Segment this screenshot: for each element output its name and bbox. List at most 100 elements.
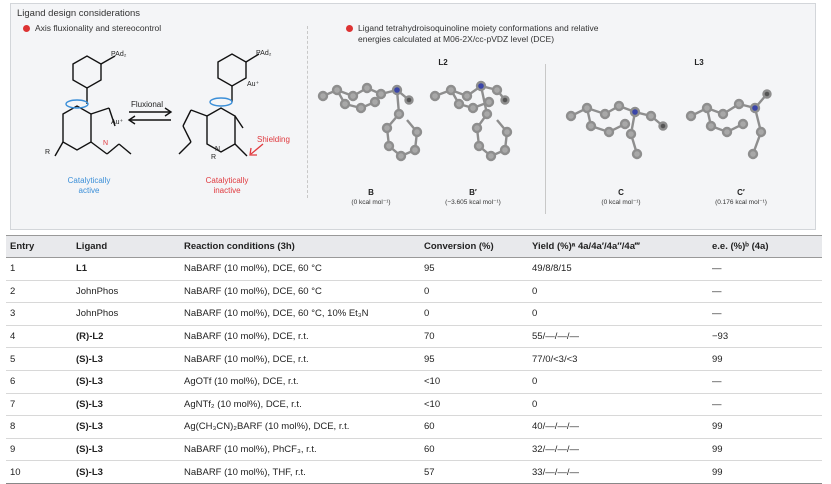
cell-ligand: (S)-L3 [72,415,180,439]
cell-ee: −93 [708,325,822,349]
atom-r-left: R [45,149,51,156]
conformer-c-prime-energy: (0.176 kcal mol⁻¹) [715,199,767,206]
cell-conditions: NaBARF (10 mol%), DCE, 60 °C, 10% Et₃N [180,302,420,326]
table-header-row: Entry Ligand Reaction conditions (3h) Co… [6,235,822,258]
atom-au-right: Au⁺ [247,81,260,88]
cell-ee: — [708,257,822,281]
cell-yield: 32/—/—/— [528,438,708,462]
results-table: Entry Ligand Reaction conditions (3h) Co… [6,235,822,484]
cell-conditions: Ag(CH₃CN)₂BARF (10 mol%), DCE, r.t. [180,415,420,439]
header-entry: Entry [6,235,72,258]
cell-ligand: (S)-L3 [72,393,180,417]
cell-yield: 55/—/—/— [528,325,708,349]
cell-conversion: 57 [420,460,528,484]
cell-conditions: AgNTf₂ (10 mol%), DCE, r.t. [180,393,420,417]
left-phenyl-ring [72,55,102,89]
panel-divider [307,26,308,198]
header-ligand: Ligand [72,235,180,258]
panel-b-heading: Ligand tetrahydroisoquinoline moiety con… [346,23,646,45]
cell-entry: 6 [6,370,72,394]
cell-entry: 9 [6,438,72,462]
cell-entry: 10 [6,460,72,484]
right-rotation-icon [209,97,233,107]
cell-ee: 99 [708,438,822,462]
atom-au-left: Au⁺ [111,119,124,126]
cell-entry: 2 [6,280,72,304]
ligand-design-figure: Ligand design considerations Axis fluxio… [10,3,816,230]
cell-entry: 8 [6,415,72,439]
shielding-arrow-icon [250,143,264,155]
conformer-c-prime-name: C′ [737,188,745,197]
cell-entry: 7 [6,393,72,417]
panel-a-heading-text: Axis fluxionality and stereocontrol [35,23,162,33]
cell-entry: 5 [6,347,72,371]
cell-conditions: AgOTf (10 mol%), DCE, r.t. [180,370,420,394]
cell-conversion: 60 [420,415,528,439]
cell-ligand: (S)-L3 [72,347,180,371]
bullet-icon [346,25,353,32]
right-phenyl-ring [217,53,247,87]
cell-entry: 1 [6,257,72,281]
conformer-c-energy: (0 kcal mol⁻¹) [601,199,641,206]
cell-entry: 4 [6,325,72,349]
conformer-c-model [565,100,668,160]
group-label-l3: L3 [694,58,704,67]
cell-ligand: (S)-L3 [72,370,180,394]
cell-yield: 49/8/8/15 [528,257,708,281]
cell-conversion: <10 [420,370,528,394]
active-caption-line1: Catalytically [67,176,111,185]
cell-yield: 33/—/—/— [528,460,708,484]
conformer-b-prime-model [429,80,513,162]
active-caption-line2: active [78,186,100,195]
cell-conversion: 95 [420,257,528,281]
atom-n-left: N [103,140,109,147]
fluxional-label: Fluxional [131,100,164,109]
cell-yield: 0 [528,370,708,394]
cell-yield: 0 [528,280,708,304]
header-yield: Yield (%)ᵃ 4a/4a′/4a″/4a‴ [528,235,708,258]
cell-conditions: NaBARF (10 mol%), PhCF₃, r.t. [180,438,420,462]
atom-pad-right: PAd₂ [256,50,272,57]
conformer-b-prime-energy: (−3.605 kcal mol⁻¹) [445,199,501,206]
panel-a-structures [54,53,264,157]
group-label-l2: L2 [438,58,448,67]
active-caption: Catalytically active [49,176,129,196]
cell-ligand: JohnPhos [72,302,180,326]
cell-conditions: NaBARF (10 mol%), DCE, r.t. [180,347,420,371]
cell-conditions: NaBARF (10 mol%), DCE, 60 °C [180,280,420,304]
panel-b-heading-line1: Ligand tetrahydroisoquinoline moiety con… [358,23,599,33]
cell-ee: 99 [708,460,822,484]
conformer-c-prime-model [685,89,772,160]
conformer-c-name: C [618,188,624,197]
cell-yield: 0 [528,302,708,326]
cell-conversion: 0 [420,302,528,326]
cell-conversion: 60 [420,438,528,462]
shielding-label: Shielding [257,135,290,144]
cell-yield: 0 [528,393,708,417]
cell-ee: — [708,393,822,417]
header-ee: e.e. (%)ᵇ (4a) [708,235,822,258]
conformer-b-energy: (0 kcal mol⁻¹) [351,199,391,206]
cell-conditions: NaBARF (10 mol%), DCE, 60 °C [180,257,420,281]
cell-ligand: (R)-L2 [72,325,180,349]
cell-ligand: JohnPhos [72,280,180,304]
cell-conversion: 70 [420,325,528,349]
cell-ligand: (S)-L3 [72,438,180,462]
cell-ee: — [708,302,822,326]
cell-ee: 99 [708,415,822,439]
atom-r-right: R [211,154,217,161]
cell-ligand: L1 [72,257,180,281]
conformer-b-prime-name: B′ [469,188,477,197]
conformer-structures [317,80,772,162]
inactive-caption-line2: inactive [213,186,241,195]
panel-b-heading-line2: energies calculated at M06-2X/cc-pVDZ le… [358,34,555,44]
cell-ee: — [708,370,822,394]
